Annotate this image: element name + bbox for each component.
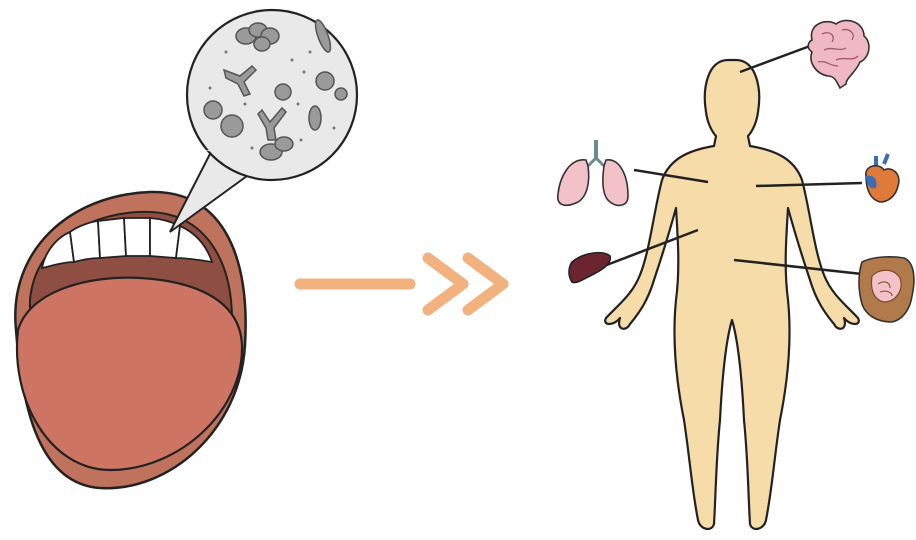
mouth-illustration: [15, 192, 245, 488]
human-body-figure: [605, 60, 859, 529]
chevron-2-icon: [468, 258, 503, 310]
double-chevron-arrow: [300, 258, 503, 310]
body-silhouette: [605, 60, 859, 529]
brain-icon: [808, 20, 869, 88]
microbe-callout: [170, 10, 357, 232]
brain-connector: [740, 46, 810, 72]
chevron-1-icon: [428, 258, 463, 310]
heart-icon: [866, 154, 899, 202]
liver-icon: [569, 253, 610, 283]
tongue: [17, 278, 242, 470]
intestines-icon: [859, 257, 914, 322]
lungs-icon: [558, 140, 628, 205]
